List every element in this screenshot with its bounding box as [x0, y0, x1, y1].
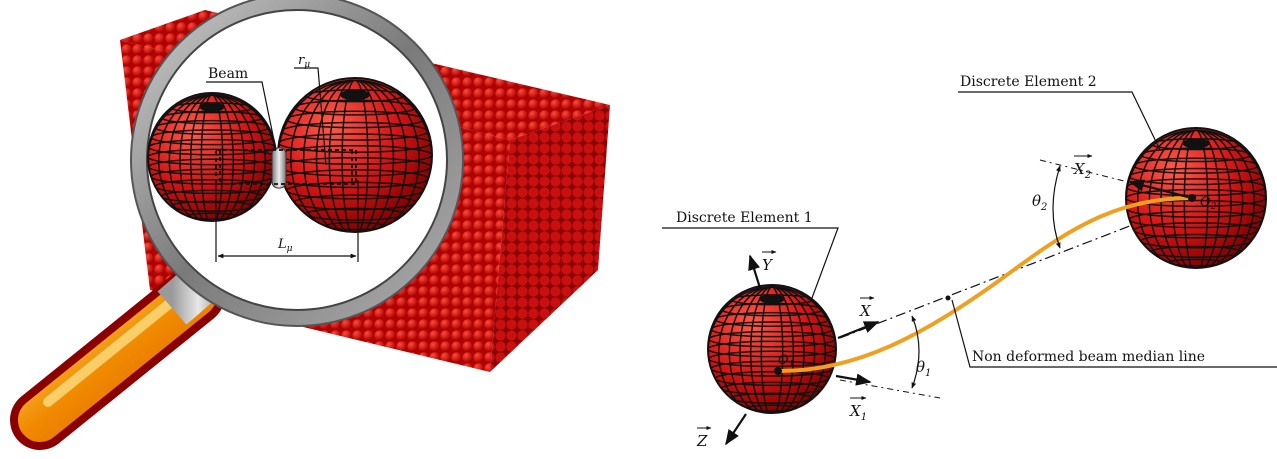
- element2-label: Discrete Element 2: [960, 74, 1097, 90]
- svg-text:X: X: [859, 302, 872, 320]
- svg-text:Y: Y: [762, 256, 774, 274]
- center-o2: [1188, 194, 1196, 202]
- axis-x-label: X: [859, 298, 874, 320]
- center-o1: [774, 367, 782, 375]
- median-line: [840, 222, 1140, 338]
- element2-leader: [958, 92, 1160, 150]
- theta1-arc: [912, 316, 919, 388]
- axis-x2-label: X2: [1073, 156, 1092, 181]
- axis-y-label: Y: [762, 252, 776, 274]
- median-line-label: Non deformed beam median line: [972, 349, 1205, 365]
- discrete-element-1-sphere: [708, 285, 836, 417]
- element1-leader: [662, 228, 838, 298]
- median-point: [946, 296, 951, 301]
- theta2-label: θ2: [1032, 192, 1047, 213]
- svg-text:X1: X1: [849, 402, 867, 423]
- x1-reference-line: [840, 380, 940, 398]
- beam-label: Beam: [208, 66, 248, 82]
- theta1-label: θ1: [916, 358, 931, 379]
- beam-cylinder: [272, 148, 286, 188]
- axis-x1-label: X1: [849, 398, 867, 423]
- svg-text:X2: X2: [1073, 160, 1091, 181]
- theta2-arc: [1053, 166, 1060, 248]
- axis-z-label: Z: [696, 428, 711, 450]
- element1-label: Discrete Element 1: [676, 210, 813, 226]
- deformed-beam-curve: [778, 198, 1192, 371]
- svg-text:Z: Z: [696, 432, 708, 450]
